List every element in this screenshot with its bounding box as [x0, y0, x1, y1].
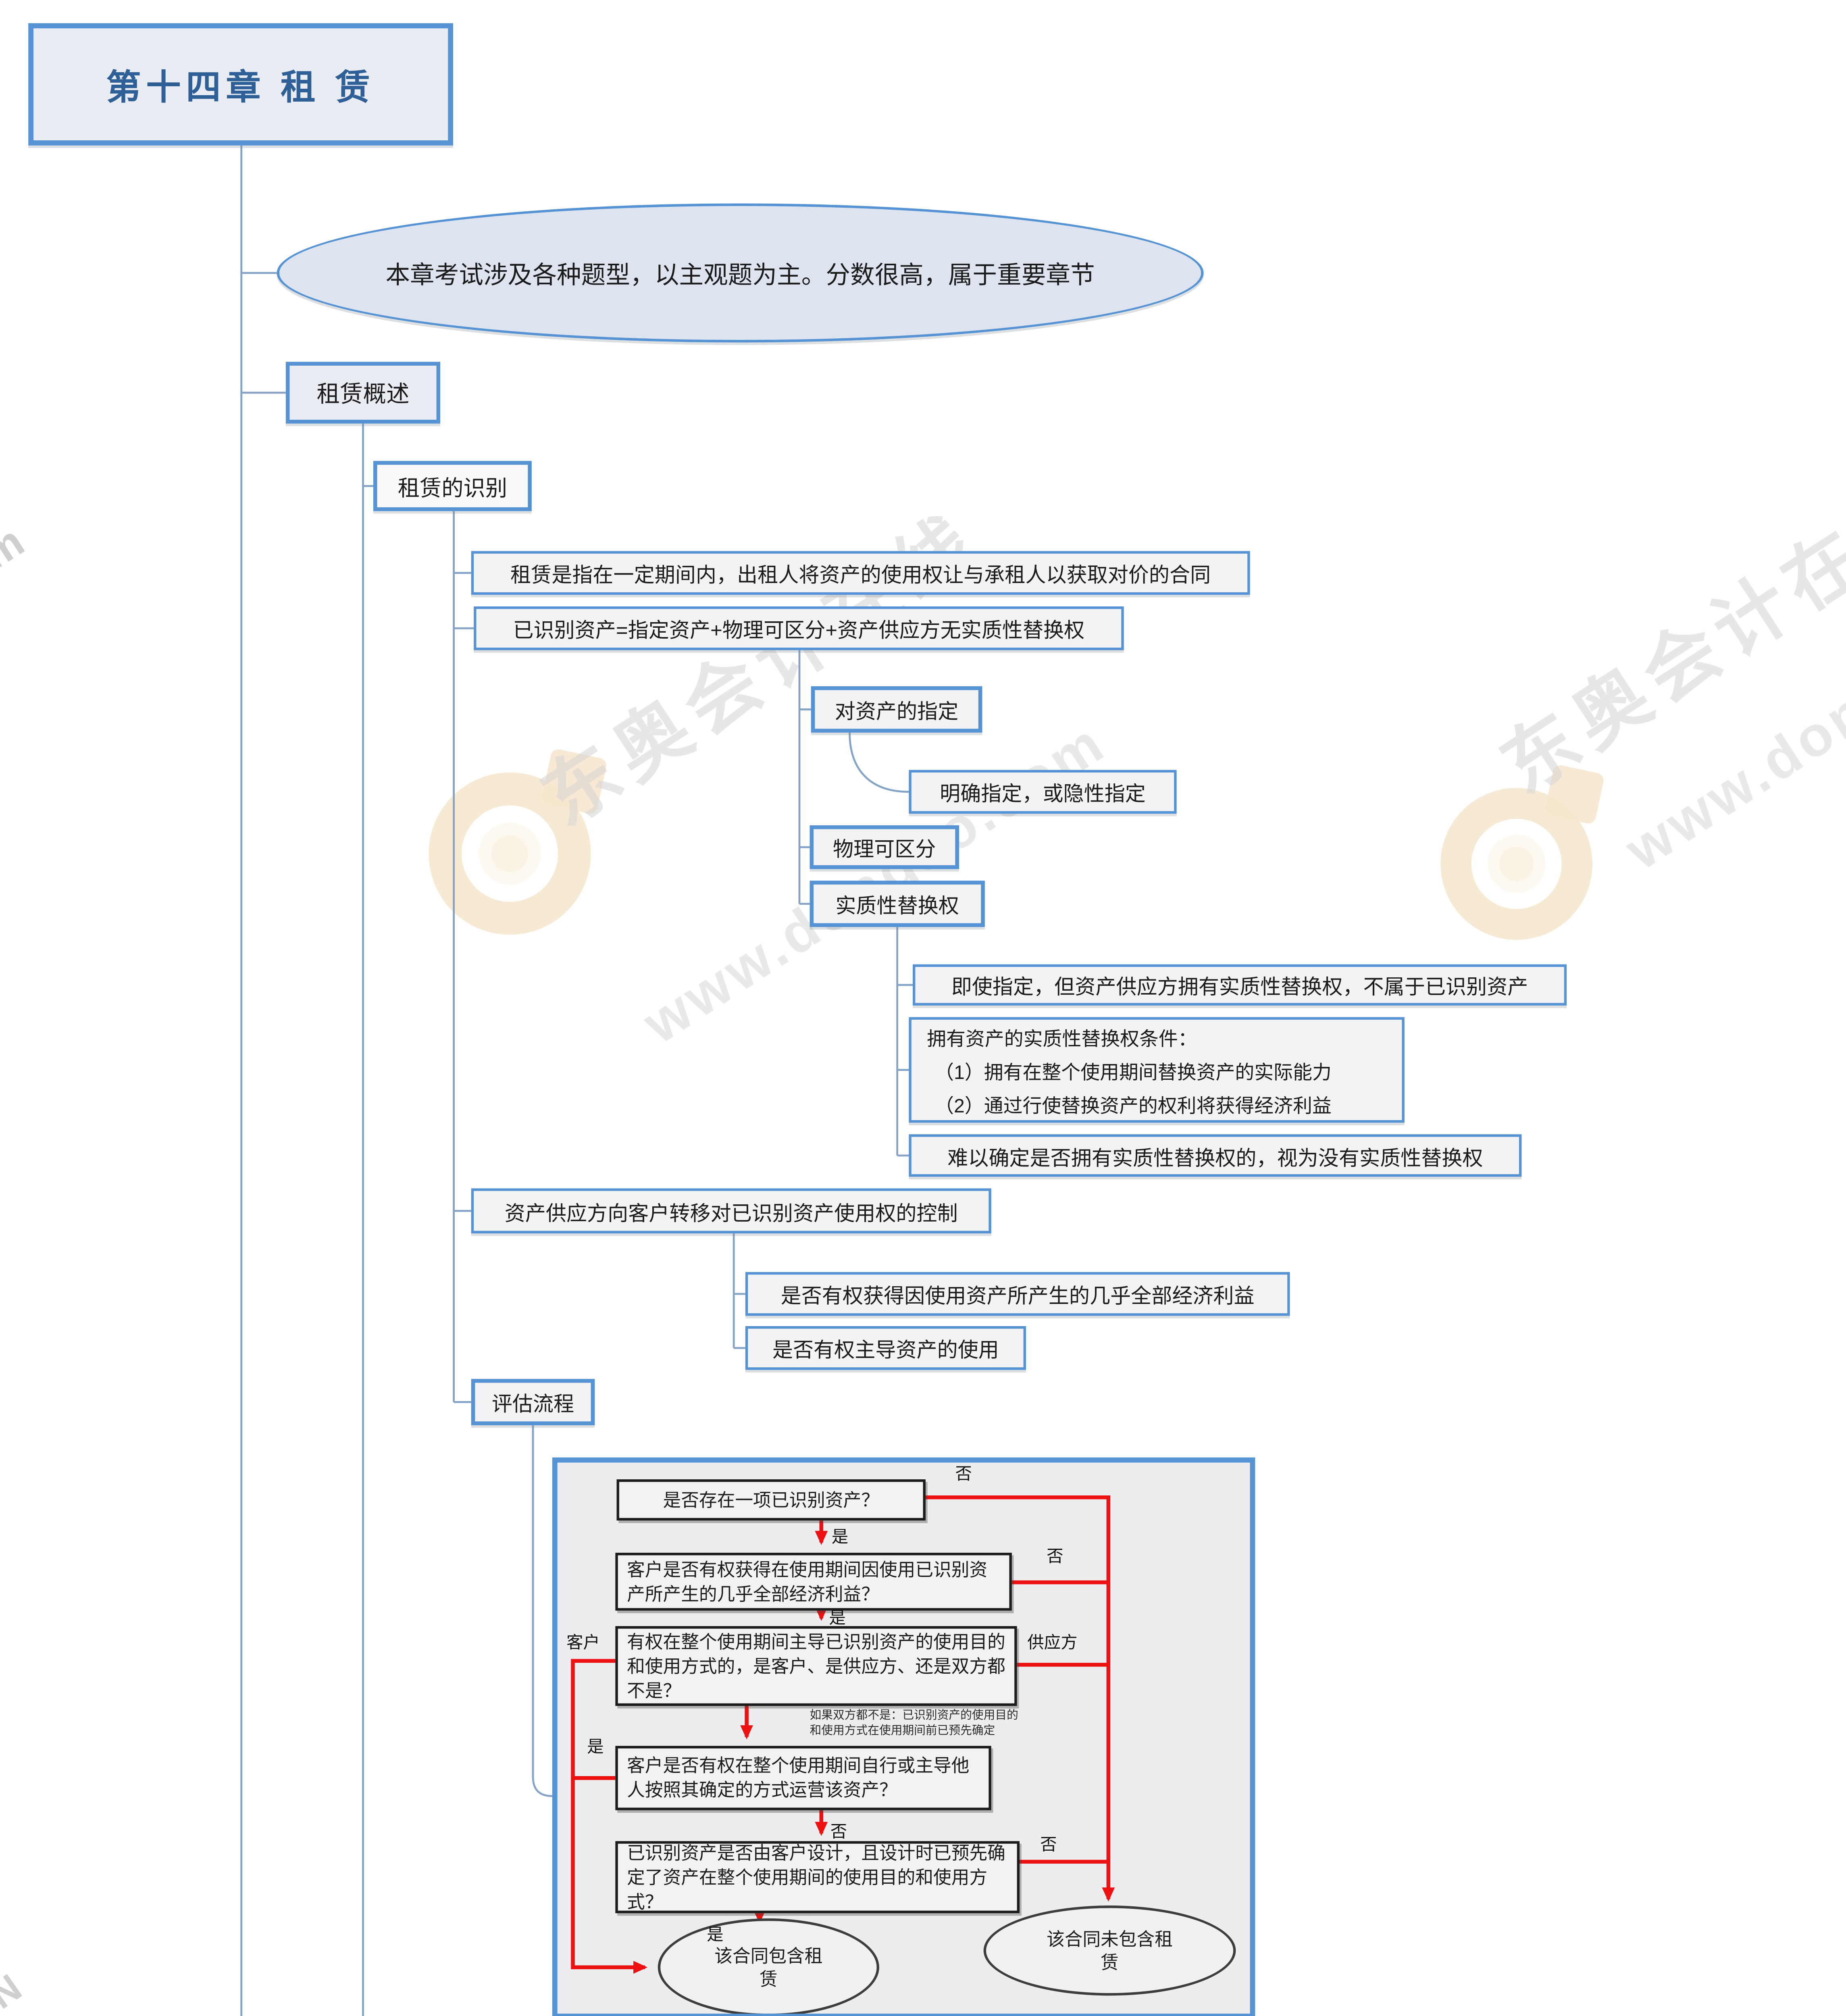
node-physically-distinct[interactable]: 物理可区分	[810, 825, 959, 869]
node-substitution-right[interactable]: 实质性替换权	[810, 881, 985, 927]
node-economic-benefit[interactable]: 是否有权获得因使用资产所产生的几乎全部经济利益	[745, 1272, 1290, 1316]
label-yes-3: 是	[587, 1737, 604, 1756]
flowchart-arrows	[571, 1495, 1115, 1974]
node-substitution-conditions[interactable]: 拥有资产的实质性替换权条件： （1）拥有在整个使用期间替换资产的实际能力 （2）…	[909, 1017, 1405, 1123]
flow-q2-economic-benefits: 客户是否有权获得在使用期间因使用已识别资产所产生的几乎全部经济利益？	[615, 1552, 1012, 1611]
node-lease-definition[interactable]: 租赁是指在一定期间内，出租人将资产的使用权让与承租人以获取对价的合同	[471, 551, 1250, 595]
node-even-if-designated[interactable]: 即使指定，但资产供应方拥有实质性替换权，不属于已识别资产	[912, 964, 1567, 1006]
label-yes-1: 是	[831, 1527, 849, 1547]
substitution-condition-1: （1）拥有在整个使用期间替换资产的实际能力	[934, 1062, 1332, 1084]
flow-q1-identified-asset: 是否存在一项已识别资产？	[616, 1479, 926, 1521]
label-supplier: 供应方	[1027, 1632, 1078, 1652]
node-control-transfer[interactable]: 资产供应方向客户转移对已识别资产使用权的控制	[471, 1188, 991, 1234]
flow-result-no-lease: 该合同未包含租赁	[983, 1905, 1236, 1996]
assessment-flowchart[interactable]: 是否存在一项已识别资产？ 客户是否有权获得在使用期间因使用已识别资产所产生的几乎…	[552, 1457, 1255, 2016]
substitution-condition-2: （2）通过行使替换资产的权利将获得经济利益	[934, 1095, 1332, 1118]
dongao-logo-watermark-right	[1440, 788, 1592, 940]
label-no-2: 否	[1047, 1546, 1063, 1566]
node-lease-overview[interactable]: 租赁概述	[285, 362, 441, 424]
chapter-title-node[interactable]: 第十四章 租 赁	[28, 23, 454, 146]
label-yes-4: 是	[707, 1924, 724, 1944]
node-assessment-process[interactable]: 评估流程	[471, 1379, 595, 1425]
label-customer: 客户	[566, 1632, 600, 1652]
flow-q3-who-directs-use: 有权在整个使用期间主导已识别资产的使用目的和使用方式的，是客户、是供应方、还是双…	[615, 1626, 1017, 1706]
contains-lease-text: 该合同包含租赁	[714, 1945, 823, 1989]
node-identified-asset-formula[interactable]: 已识别资产=指定资产+物理可区分+资产供应方无实质性替换权	[474, 606, 1124, 650]
node-lease-identification[interactable]: 租赁的识别	[373, 461, 532, 511]
flow-result-contains-lease: 该合同包含租赁	[658, 1918, 879, 2016]
label-no-1: 否	[955, 1464, 972, 1483]
flow-note-neither-party: 如果双方都不是：已识别资产的使用目的和使用方式在使用期间前已预先确定	[810, 1708, 1018, 1737]
node-direct-use[interactable]: 是否有权主导资产的使用	[745, 1326, 1026, 1370]
chapter-note-ellipse[interactable]: 本章考试涉及各种题型，以主观题为主。分数很高，属于重要章节	[277, 203, 1204, 343]
label-no-4: 否	[1040, 1835, 1057, 1854]
node-asset-designation[interactable]: 对资产的指定	[811, 686, 982, 733]
substitution-conditions-title: 拥有资产的实质性替换权条件：	[927, 1029, 1197, 1051]
node-hard-to-determine[interactable]: 难以确定是否拥有实质性替换权的，视为没有实质性替换权	[909, 1134, 1522, 1177]
node-explicit-implicit[interactable]: 明确指定，或隐性指定	[909, 770, 1177, 814]
flow-q4-operate-asset: 客户是否有权在整个使用期间自行或主导他人按照其确定的方式运营该资产？	[615, 1745, 991, 1810]
label-yes-2: 是	[829, 1608, 846, 1628]
no-lease-text: 该合同未包含租赁	[1047, 1929, 1173, 1972]
dongao-logo-watermark	[429, 772, 591, 935]
flow-q5-customer-designed: 已识别资产是否由客户设计，且设计时已预先确定了资产在整个使用期间的使用目的和使用…	[615, 1841, 1020, 1914]
label-no-3: 否	[830, 1822, 847, 1841]
